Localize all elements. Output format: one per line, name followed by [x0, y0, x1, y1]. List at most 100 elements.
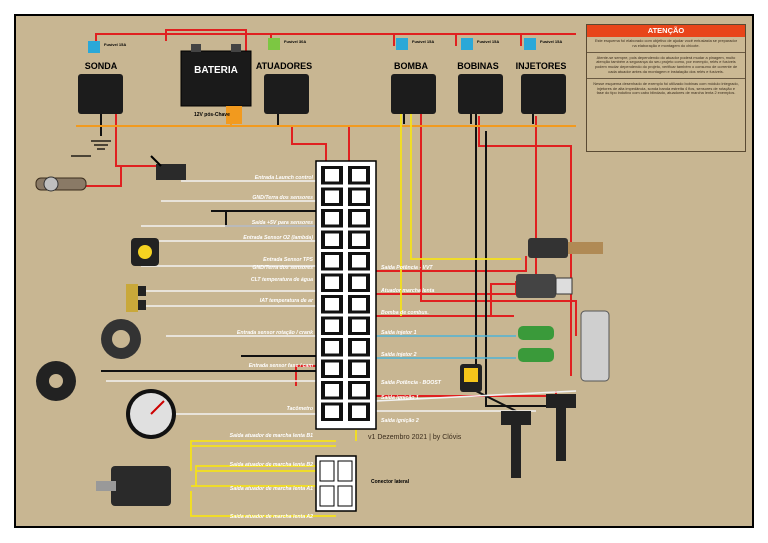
ecu-pin-socket — [352, 384, 366, 397]
fuse-icon — [524, 38, 536, 50]
side-connector-label: Conector lateral — [371, 479, 410, 485]
ecu-pin-socket — [325, 255, 339, 268]
ignition-coil-2-icon — [501, 411, 531, 478]
boost-solenoid-icon — [460, 364, 482, 392]
ignition-switch — [226, 106, 242, 124]
fuse-label: Fusível 15A — [412, 39, 434, 44]
notice-divider — [587, 77, 745, 79]
pin-label-tps: Entrada Sensor TPS — [263, 257, 313, 263]
relay-title: BOMBA — [394, 61, 428, 71]
pin-label-boost: Saída Potência - BOOST — [381, 380, 442, 386]
ecu-pin-socket — [352, 362, 366, 375]
pin-label-inj-1: Saída injetor 1 — [381, 330, 417, 336]
ecu-pin-socket — [352, 319, 366, 332]
idle-actuator-icon — [516, 274, 573, 298]
pin-label-idle-b1: Saída atuador de marcha lenta B1 — [230, 433, 313, 439]
fuse-icon — [396, 38, 408, 50]
signal-wires — [106, 180, 577, 415]
relay-title: ATUADORES — [256, 61, 312, 71]
relay-title: BOBINAS — [457, 61, 499, 71]
fuel-pump-icon — [580, 310, 610, 382]
idle-valve-icon — [96, 466, 171, 506]
notice-paragraph-3: Nesse esquema desenhado de exemplo foi u… — [593, 80, 739, 96]
ecu-pin-socket — [325, 233, 339, 246]
ecu-left-labels: Entrada Launch control GND/Terra dos sen… — [230, 175, 314, 520]
fuse-label: Fusível 15A — [477, 39, 499, 44]
fuel-injector-1-icon — [518, 326, 554, 340]
fuse-icon — [461, 38, 473, 50]
battery-label: BATERIA — [194, 65, 238, 76]
pin-label-gnd-1: GND/Terra dos sensores — [252, 195, 313, 201]
pin-label-ign-2: Saída ignição 2 — [381, 418, 419, 424]
ecu-pin-socket — [352, 276, 366, 289]
ecu-pin-socket — [325, 276, 339, 289]
pin-label-idle-b2: Saída atuador de marcha lenta B2 — [230, 462, 313, 468]
fuse-icon — [268, 38, 280, 50]
ecu-pin-socket — [325, 362, 339, 375]
tachometer-icon — [126, 389, 176, 439]
ecu-pin-socket — [325, 405, 339, 418]
ecu-pin-socket — [352, 233, 366, 246]
pin-label-idle-a2: Saída atuador de marcha lenta A2 — [230, 514, 313, 520]
pin-label-o2: Entrada Sensor O2 (lambda) — [243, 235, 313, 241]
ecu-right-labels: Saída Potência - VVT Atuador marcha lent… — [380, 265, 442, 424]
pin-label-iat: IAT temperatura de ar — [260, 298, 314, 304]
notice-paragraph-2: Atente-se sempre, pois dependendo do atu… — [594, 54, 738, 74]
pin-label-launch: Entrada Launch control — [255, 175, 314, 181]
pin-label-idle-a1: Saída atuador de marcha lenta A1 — [230, 486, 313, 492]
pin-label-clt: CLT temperatura de água — [251, 277, 313, 283]
ecu-pin-socket — [352, 255, 366, 268]
yellow-wires — [190, 106, 521, 517]
relay-bobinas: BOBINAS Fusível 15A — [457, 38, 503, 114]
ecu-pin-socket — [325, 212, 339, 225]
notice-title: ATENÇÃO — [587, 25, 745, 37]
footer-credit: v1 Dezembro 2021 | by Clóvis — [368, 434, 462, 441]
notice-paragraph-1: Este esquema foi elaborado com objetivo … — [594, 38, 738, 48]
ecu-pin-socket — [325, 341, 339, 354]
pin-label-inj-2: Saída injetor 2 — [381, 352, 417, 358]
notice-box: ATENÇÃO Este esquema foi elaborado com o… — [586, 24, 746, 152]
blue-wires — [376, 335, 516, 359]
cam-sensor-icon — [36, 361, 76, 401]
relay-injetores: INJETORES Fusível 15A — [516, 38, 567, 114]
battery: BATERIA 12V pós-Chave — [180, 44, 252, 124]
fuse-icon — [88, 41, 100, 53]
ecu-pin-socket — [325, 169, 339, 182]
ecu-pin-socket — [352, 190, 366, 203]
ecu-pin-socket — [352, 212, 366, 225]
notice-divider — [587, 51, 745, 53]
tps-sensor-icon — [131, 238, 159, 266]
relay-title: SONDA — [85, 61, 118, 71]
pin-label-ign-1: Saída ignição 1 — [381, 395, 419, 401]
relay-bomba: BOMBA Fusível 15A — [391, 38, 436, 114]
pin-label-5v: Saída +5V para sensores — [252, 220, 313, 226]
ecu-pin-socket — [352, 405, 366, 418]
wiring-diagram: BATERIA 12V pós-Chave SONDA Fusível 15A … — [35, 29, 610, 520]
ecu-pin-cells — [321, 166, 370, 421]
relay-title: INJETORES — [516, 61, 567, 71]
pin-label-vvt: Saída Potência - VVT — [381, 265, 433, 271]
ecu-pin-socket — [325, 319, 339, 332]
relay-atuadores: ATUADORES Fusível 30A — [256, 38, 312, 114]
fuse-label: Fusível 15A — [540, 39, 562, 44]
pin-label-fuel-pump: Bomba de combus. — [381, 310, 429, 316]
crank-trigger-wheel-icon — [101, 319, 141, 359]
side-connector: Conector lateral — [315, 455, 410, 512]
pin-label-idle: Atuador marcha lenta — [380, 288, 434, 294]
vvt-solenoid-icon — [528, 238, 603, 258]
pin-label-gnd-2: GND/Terra dos sensores — [252, 265, 313, 271]
ignition-coil-1-icon — [546, 394, 576, 461]
lambda-sensor-icon — [35, 176, 87, 192]
fuse-label: Fusível 15A — [104, 42, 126, 47]
wiring-diagram-canvas: BATERIA 12V pós-Chave SONDA Fusível 15A … — [14, 14, 754, 528]
ecu-pin-socket — [325, 298, 339, 311]
ecu-pin-socket — [352, 341, 366, 354]
ecu-pin-socket — [325, 190, 339, 203]
ground-symbol-icon — [71, 140, 111, 157]
pin-label-cam: Entrada sensor fase / cam — [249, 363, 314, 369]
iat-sensor-icon — [126, 298, 146, 312]
pin-label-tach: Tacômetro — [287, 406, 313, 412]
fuse-label: Fusível 30A — [284, 39, 306, 44]
ignition-switch-label: 12V pós-Chave — [194, 112, 230, 118]
ecu-pin-socket — [325, 384, 339, 397]
